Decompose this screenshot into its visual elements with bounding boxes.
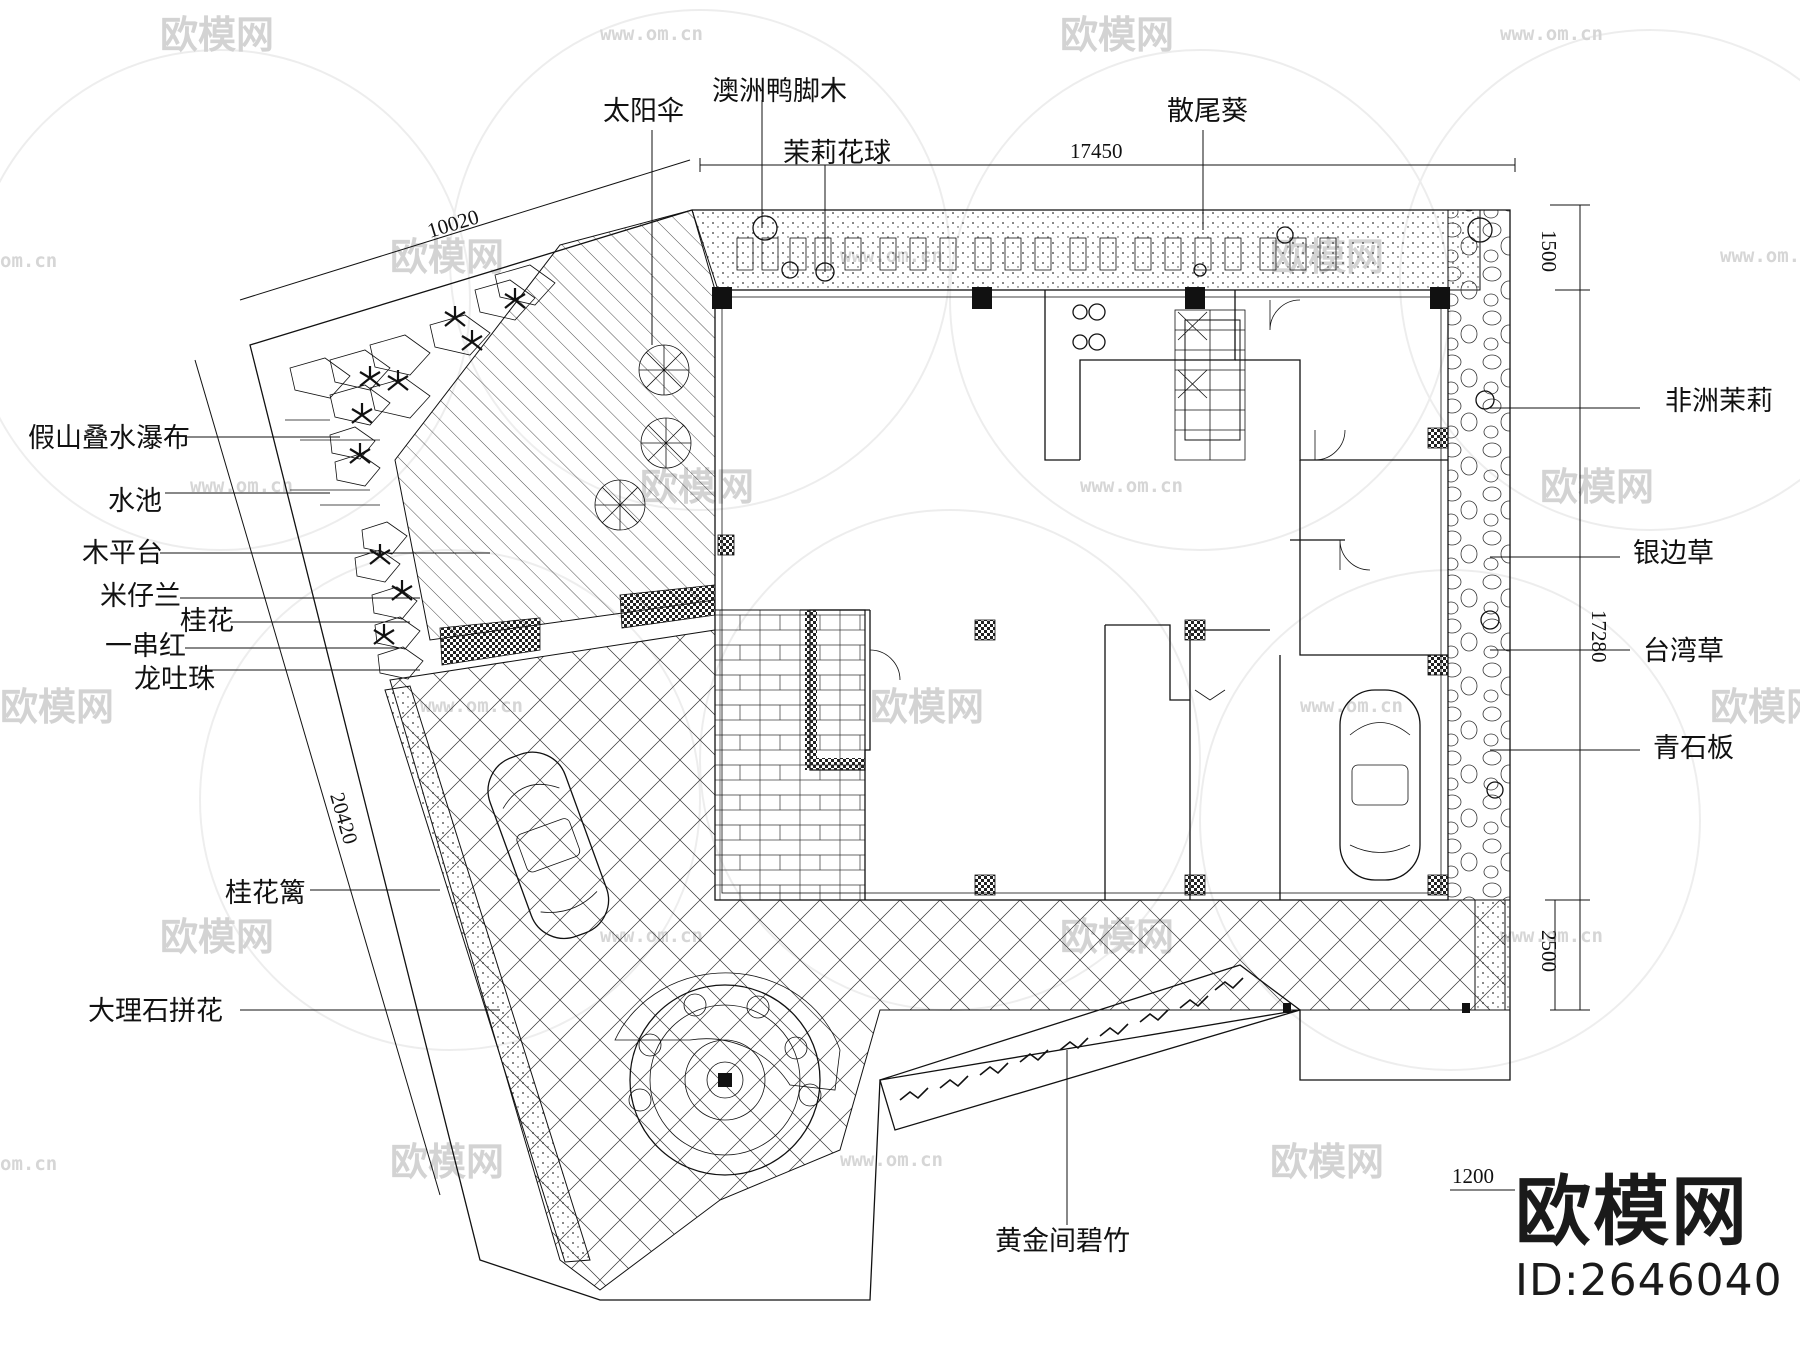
watermark-url: www.om.cn bbox=[1080, 475, 1183, 497]
label-fan-palm: 散尾葵 bbox=[1167, 96, 1248, 127]
label-silver-grass: 银边草 bbox=[1633, 538, 1714, 569]
car-driveway bbox=[487, 751, 610, 940]
pond-lines bbox=[285, 419, 380, 506]
right-plant-strip bbox=[1447, 209, 1511, 901]
plant-symbols bbox=[752, 215, 1504, 799]
watermark-url: www.om.cn bbox=[840, 1149, 943, 1171]
label-leaders bbox=[160, 100, 1640, 1225]
dim-bottom-strip: 2500 bbox=[1537, 930, 1561, 972]
label-bluestone: 青石板 bbox=[1653, 733, 1734, 764]
label-osmanthus-hedge: 桂花篱 bbox=[225, 878, 306, 909]
watermark-logo: 欧模网 bbox=[160, 13, 274, 57]
watermark-url: www.om.cn bbox=[1500, 925, 1603, 947]
stair bbox=[1174, 309, 1246, 461]
watermark-url: www.om.cn bbox=[1300, 695, 1403, 717]
watermark-logo: 欧模网 bbox=[390, 235, 504, 279]
label-golden-bamboo: 黄金间碧竹 bbox=[995, 1226, 1130, 1257]
dim-top-width: 17450 bbox=[1070, 139, 1123, 163]
fountain-center bbox=[718, 1073, 732, 1087]
interior-columns bbox=[717, 427, 1449, 896]
car-carport bbox=[1339, 689, 1421, 881]
label-aglaia: 米仔兰 bbox=[100, 581, 181, 612]
brand-logo: 欧模网 ID:2646040 bbox=[1515, 1170, 1785, 1308]
label-pond: 水池 bbox=[108, 486, 162, 517]
label-african-jasmine: 非洲茉莉 bbox=[1665, 386, 1773, 417]
dim-right-side: 17280 bbox=[1587, 610, 1611, 663]
watermark-logo: 欧模网 bbox=[870, 685, 984, 729]
label-taiwan-grass: 台湾草 bbox=[1643, 636, 1724, 667]
dim-left-side: 20420 bbox=[325, 790, 363, 847]
bamboo-bed bbox=[879, 964, 1302, 1131]
rockery-stones bbox=[289, 264, 556, 680]
bamboo-marks bbox=[899, 977, 1244, 1101]
marble-mosaic bbox=[614, 972, 841, 1176]
columns bbox=[712, 287, 1450, 309]
osmanthus-hedge-strip bbox=[384, 685, 591, 1263]
watermark-url: www.om.cn bbox=[190, 475, 293, 497]
watermark-url: www.om.cn bbox=[600, 23, 703, 45]
label-sun-umbrella: 太阳伞 bbox=[603, 96, 684, 127]
pond-edge-strip bbox=[439, 617, 541, 666]
dark-wall-strip bbox=[805, 610, 817, 770]
label-marble-mosaic: 大理石拼花 bbox=[88, 996, 223, 1027]
label-osmanthus: 桂花 bbox=[180, 606, 234, 637]
bottom-posts bbox=[1283, 1003, 1470, 1013]
brand-id: ID:2646040 bbox=[1515, 1255, 1783, 1306]
umbrellas bbox=[594, 344, 692, 531]
stair-block bbox=[1184, 319, 1241, 441]
watermark-logo: 欧模网 bbox=[160, 915, 274, 959]
watermark-logo: 欧模网 bbox=[390, 1140, 504, 1184]
label-salvia: 一串红 bbox=[105, 631, 186, 662]
dim-top-strip: 1500 bbox=[1537, 230, 1561, 272]
watermark-logo: 欧模网 bbox=[1540, 465, 1654, 509]
label-aus-schefflera: 澳洲鸭脚木 bbox=[712, 76, 847, 107]
watermark-url: www.om.cn bbox=[1500, 23, 1603, 45]
watermark-url: om.cn bbox=[0, 1153, 57, 1175]
watermark-logo: 欧模网 bbox=[1270, 1140, 1384, 1184]
top-stepping-stones bbox=[736, 237, 1337, 271]
bottom-right-strip bbox=[1474, 899, 1511, 1011]
watermark-logo: 欧模网 bbox=[1060, 13, 1174, 57]
dark-wall-strip bbox=[805, 758, 865, 770]
label-wood-deck: 木平台 bbox=[82, 538, 163, 569]
label-rockery-waterfall: 假山叠水瀑布 bbox=[28, 423, 190, 454]
house-footprint bbox=[714, 289, 1449, 901]
door-swings bbox=[869, 299, 1371, 701]
watermark-logo: 欧模网 bbox=[1710, 685, 1800, 729]
watermark-logo: 欧模网 bbox=[0, 685, 114, 729]
label-dragon-pearl: 龙吐珠 bbox=[134, 664, 215, 695]
dim-corner: 1200 bbox=[1452, 1164, 1494, 1188]
label-jasmine-ball: 茉莉花球 bbox=[783, 138, 891, 169]
watermark-url: om.cn bbox=[0, 250, 57, 272]
dimension-lines bbox=[194, 158, 1590, 1196]
watermark-url: www.om.cn bbox=[1720, 245, 1800, 267]
brick-paving bbox=[714, 609, 866, 901]
brand-name: 欧模网 bbox=[1515, 1167, 1749, 1256]
